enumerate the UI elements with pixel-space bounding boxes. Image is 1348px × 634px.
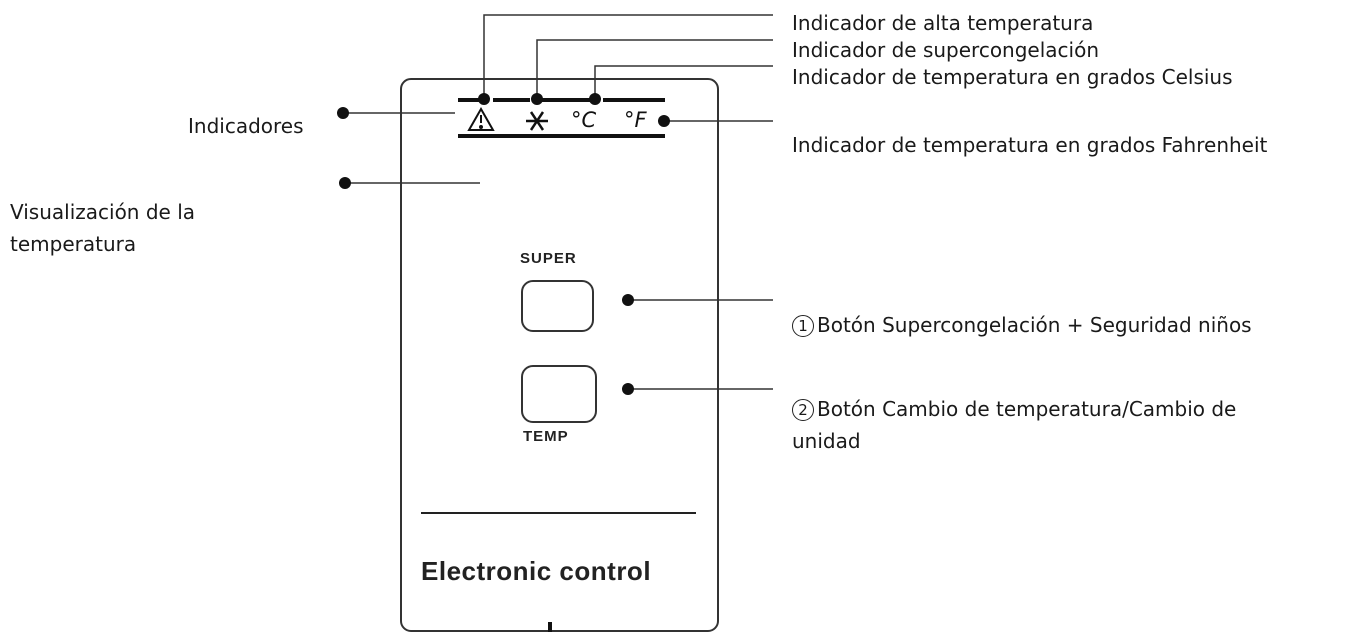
dot-indicators <box>337 107 349 119</box>
control-panel-outline <box>400 78 719 632</box>
callout-temp-display-line2: temperatura <box>10 232 137 256</box>
dot-celsius <box>589 93 601 105</box>
callout-temp-display-line1: Visualización de la <box>10 200 196 224</box>
snowflake-icon <box>526 111 548 131</box>
celsius-indicator: °C <box>571 108 597 132</box>
temp-change-button[interactable] <box>521 365 597 423</box>
callout-button1-text: Botón Supercongelación + Seguridad niños <box>817 313 1252 337</box>
indicator-bar <box>458 98 665 138</box>
panel-title: Electronic control <box>421 556 652 586</box>
callout-temp-display: Visualización de la temperatura <box>10 196 195 260</box>
callout-super-freeze: Indicador de supercongelación <box>792 38 1100 62</box>
leader-high-temp <box>483 14 773 97</box>
super-freeze-button[interactable] <box>521 280 594 332</box>
callout-fahrenheit: Indicador de temperatura en grados Fahre… <box>792 133 1268 157</box>
dot-super-freeze <box>531 93 543 105</box>
leader-celsius <box>594 65 773 97</box>
callout-button2-text-line2: unidad <box>792 429 861 453</box>
dot-high-temp <box>478 93 490 105</box>
dot-button1 <box>622 294 634 306</box>
dot-button2 <box>622 383 634 395</box>
warning-triangle-icon <box>467 106 495 131</box>
number-circle-1: 1 <box>792 315 814 337</box>
dot-temp-display <box>339 177 351 189</box>
callout-indicators: Indicadores <box>188 114 304 138</box>
dot-fahrenheit <box>658 115 670 127</box>
super-label: SUPER <box>520 250 577 267</box>
leader-super-freeze <box>536 39 773 97</box>
callout-high-temp: Indicador de alta temperatura <box>792 11 1094 35</box>
fahrenheit-indicator: °F <box>624 108 647 132</box>
callout-button2-text-line1: Botón Cambio de temperatura/Cambio de <box>817 397 1237 421</box>
callout-celsius: Indicador de temperatura en grados Celsi… <box>792 65 1233 89</box>
temp-label: TEMP <box>523 428 569 445</box>
number-circle-2: 2 <box>792 399 814 421</box>
